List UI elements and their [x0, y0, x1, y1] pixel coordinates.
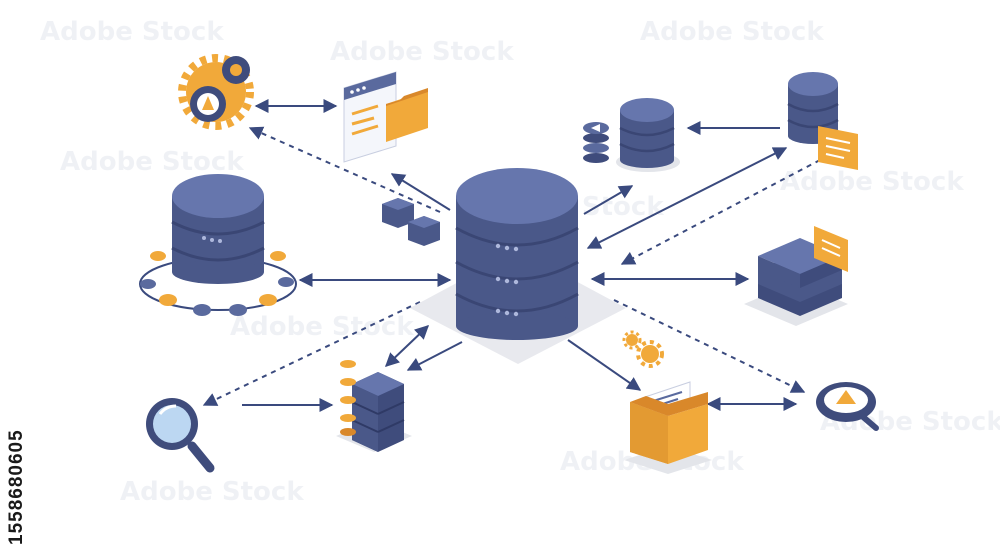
- center-to-server-arrow: [406, 341, 463, 371]
- stock-image-id: 1558680605: [6, 429, 27, 545]
- connectors: [202, 99, 821, 412]
- watermark-text: Adobe Stock: [780, 167, 964, 197]
- top-right-database-chat-icon: [787, 72, 858, 170]
- search-magnifier-icon: [146, 398, 215, 473]
- center-to-topright-arrow: [586, 147, 788, 249]
- central-database-server: [410, 168, 626, 364]
- watermark-text: Adobe Stock: [120, 477, 304, 507]
- ring-nodes: [140, 251, 294, 316]
- watermark-text: Adobe Stock: [60, 147, 244, 177]
- warning-search-icon: [816, 382, 879, 431]
- server-with-coins-icon: [336, 360, 412, 452]
- watermark-text: Adobe Stock: [640, 17, 824, 47]
- data-blocks-icon: [382, 198, 440, 246]
- small-database-icon: [583, 98, 680, 172]
- topright-to-center-dashed-arrow: [620, 159, 821, 265]
- document-folder-icon: [343, 71, 428, 163]
- watermark-text: Adobe Stock: [230, 312, 414, 342]
- folder-with-gears-icon: [622, 330, 712, 474]
- layered-storage-icon: [744, 226, 848, 326]
- notice-card-icon: [814, 226, 848, 272]
- center-to-blocks-arrow: [390, 173, 451, 211]
- left-database-cluster: [139, 174, 297, 316]
- center-to-gears-dashed-arrow: [248, 126, 441, 213]
- center-to-server-double-arrow: [384, 325, 430, 367]
- warning-triangle-icon: [836, 390, 856, 404]
- watermark-text: Adobe Stock: [40, 17, 224, 47]
- center-to-folder-arrow: [567, 339, 642, 391]
- watermark-text: Adobe Stock: [330, 37, 514, 67]
- gears-icon: [178, 54, 254, 130]
